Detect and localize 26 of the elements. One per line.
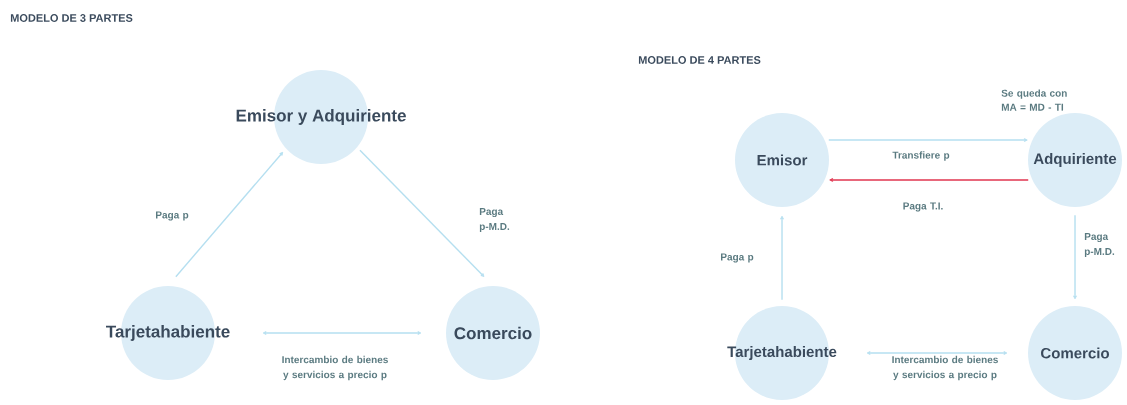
node-note: Se queda con MA = MD - TI xyxy=(1001,89,1067,111)
arrow xyxy=(829,178,1029,182)
edge-label: Paga p-M.D. xyxy=(479,208,510,232)
circle-node: Emisor y Adquiriente xyxy=(236,70,406,164)
edge-label: Paga p xyxy=(156,211,189,221)
edge-label: Paga T.I. xyxy=(903,202,943,212)
arrow xyxy=(1073,214,1077,300)
circle-node: Comercio xyxy=(1028,306,1122,400)
section-heading: MODELO DE 3 PARTES xyxy=(10,14,133,22)
arrow xyxy=(828,138,1028,142)
arrow xyxy=(262,331,422,335)
circle-node: Tarjetahabiente xyxy=(727,306,837,400)
arrow xyxy=(175,151,284,278)
edge-label: Intercambio de bienes y servicios a precio p xyxy=(892,355,998,381)
edge-label: Paga p xyxy=(721,253,754,263)
arrow xyxy=(780,215,784,301)
edge-label: Intercambio de bienes y servicios a precio p xyxy=(282,355,388,381)
circle-node: Adquiriente xyxy=(1028,113,1122,207)
arrow xyxy=(359,149,485,277)
section-heading: MODELO DE 4 PARTES xyxy=(638,56,761,64)
circle-node: Tarjetahabiente xyxy=(106,286,230,380)
edge-label: Transfiere p xyxy=(892,151,950,161)
edge-label: Paga p-M.D. xyxy=(1084,233,1115,257)
arrow xyxy=(866,351,1008,355)
circle-node: Emisor xyxy=(735,113,829,207)
circle-node: Comercio xyxy=(446,286,540,380)
